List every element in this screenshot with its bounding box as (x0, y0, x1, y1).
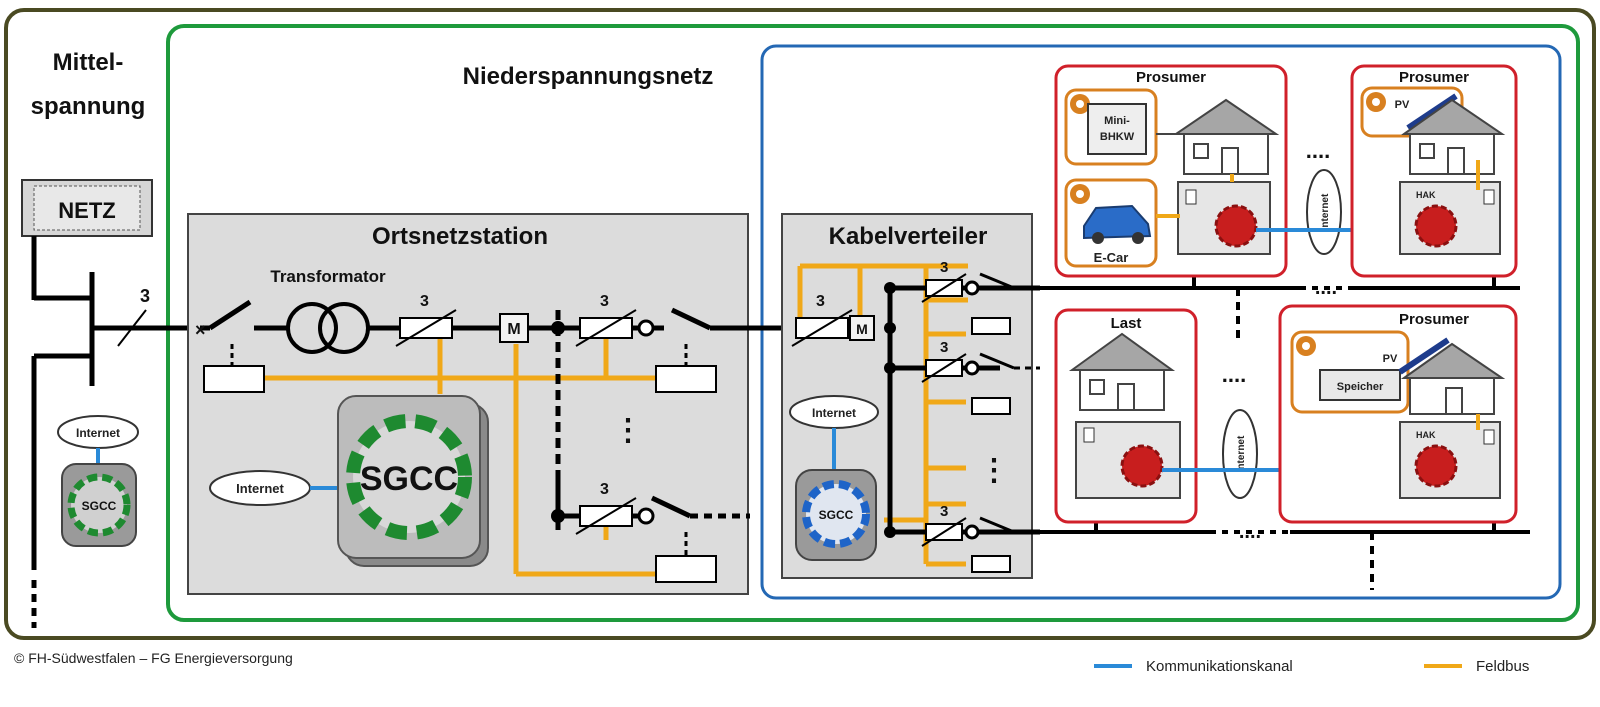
transformer-symbol (286, 302, 370, 354)
hak-box-2: HAK (1399, 160, 1501, 255)
kv-feeder-2: 3 (921, 339, 1040, 415)
phase-count-2: 3 (600, 293, 609, 310)
internet-label-ons: Internet (236, 481, 284, 496)
relay-box-1 (203, 365, 265, 393)
internet-cloud-top: Internet (1306, 169, 1342, 255)
niederspannungsnetz-frame (166, 24, 1580, 622)
internet-cloud-bottom: Internet (1222, 409, 1258, 499)
house-icon-3 (1068, 332, 1176, 411)
current-sensor-2: 3 (575, 293, 655, 347)
hak-box-3 (1075, 421, 1181, 499)
node-dot-1 (551, 321, 565, 335)
ellipsis-feeder-bottom: .... (1239, 521, 1261, 543)
mittelspannung-label-line1: Mittel- (53, 49, 124, 76)
kv-node-4 (884, 526, 896, 538)
internet-cloud-ons: Internet (209, 470, 311, 506)
speicher-label: Speicher (1337, 381, 1384, 393)
legend: Kommunikationskanal Feldbus (1094, 658, 1529, 675)
meter-box-1: M (499, 313, 529, 343)
kv-feeder-3: 3 (921, 503, 1015, 573)
kabelverteiler-area-frame (760, 44, 1562, 600)
internet-cloud-kv: Internet (789, 395, 879, 429)
kv-node-2 (884, 322, 896, 334)
e-car-label: E-Car (1094, 250, 1129, 265)
kv-node-3 (884, 362, 896, 374)
current-sensor-1: 3 (395, 293, 457, 347)
household-4-label: Prosumer (1399, 311, 1469, 328)
house-icon-4 (1400, 342, 1506, 415)
relay-box-3 (655, 555, 717, 583)
internet-label-bottom: Internet (1236, 435, 1247, 472)
sgcc-unit-kv: SGCC (795, 469, 877, 561)
hak-box-4: HAK (1399, 414, 1501, 499)
internet-label-top: Internet (1320, 193, 1331, 230)
kabelverteiler-title: Kabelverteiler (829, 223, 988, 250)
kv-input-sensor: 3 M (791, 293, 875, 347)
kv-node-1 (884, 282, 896, 294)
ellipsis-houses-bottom: .... (1222, 362, 1246, 387)
phase-count-1: 3 (420, 293, 429, 310)
phase-count-kv-2: 3 (940, 339, 948, 356)
phase-count-kv-3: 3 (940, 503, 948, 520)
meter-label-1: M (507, 321, 520, 338)
sgcc-unit-mv: SGCC (61, 463, 137, 547)
phase-tick (117, 309, 147, 347)
car-icon (1083, 204, 1152, 240)
sgcc-label-mv: SGCC (82, 499, 117, 513)
ellipsis-houses-top: .... (1306, 138, 1330, 163)
hak-label-2: HAK (1416, 190, 1436, 200)
pv-panel-bottom (1398, 337, 1450, 375)
mini-bhkw-label-1: Mini- (1104, 115, 1130, 127)
mini-bhkw-unit: Mini- BHKW (1064, 88, 1158, 166)
household-3-label: Last (1111, 315, 1142, 332)
household-2-label: Prosumer (1399, 69, 1469, 86)
e-car-unit: E-Car (1064, 178, 1158, 268)
hak-box-1 (1177, 174, 1271, 255)
niederspannungsnetz-title: Niederspannungsnetz (463, 63, 714, 90)
phase-count-kv-in: 3 (816, 293, 825, 310)
transformator-label: Transformator (270, 267, 386, 286)
legend-kommunikation-label: Kommunikationskanal (1146, 658, 1293, 675)
household-1-label: Prosumer (1136, 69, 1206, 86)
vertical-dots-kv: ⋮ (979, 454, 1009, 487)
house-icon-1 (1172, 98, 1280, 175)
ellipsis-feeder-top: .... (1315, 277, 1337, 299)
legend-feldbus-label: Feldbus (1476, 658, 1529, 675)
meter-label-kv: M (856, 321, 868, 337)
mittelspannung-busbar (31, 236, 200, 628)
sgcc-label-kv: SGCC (819, 508, 854, 522)
mittelspannung-label-line2: spannung (31, 93, 146, 120)
house-icon-2 (1400, 98, 1506, 175)
vertical-dots-ons: ⋮ (613, 414, 643, 447)
hak-label-4: HAK (1416, 430, 1436, 440)
internet-label-kv: Internet (812, 406, 856, 420)
current-sensor-3: 3 (575, 481, 655, 535)
internet-label-mv: Internet (76, 426, 120, 440)
node-dot-2 (551, 509, 565, 523)
copyright-text: © FH-Südwestfalen – FG Energieversorgung (14, 650, 293, 666)
phase-count-kv-1: 3 (940, 259, 948, 276)
kv-feeder-1: 3 (921, 259, 1015, 335)
sgcc-unit-ons: SGCC (337, 395, 489, 567)
phase-count-mv: 3 (140, 286, 150, 306)
pv-panel-top (1406, 93, 1458, 131)
netz-label: NETZ (58, 198, 115, 223)
switch-x-mark: × (195, 320, 206, 340)
pv-label-top: PV (1395, 99, 1410, 111)
internet-cloud-mv: Internet (57, 415, 139, 449)
netz-box: NETZ (21, 179, 153, 237)
ortsnetzstation-title: Ortsnetzstation (372, 223, 548, 250)
phase-count-3: 3 (600, 481, 609, 498)
mini-bhkw-label-2: BHKW (1100, 131, 1135, 143)
pv-label-bottom: PV (1383, 353, 1398, 365)
speicher-pv-unit: Speicher PV (1290, 330, 1450, 414)
relay-box-2 (655, 365, 717, 393)
sgcc-label-ons: SGCC (360, 460, 458, 498)
